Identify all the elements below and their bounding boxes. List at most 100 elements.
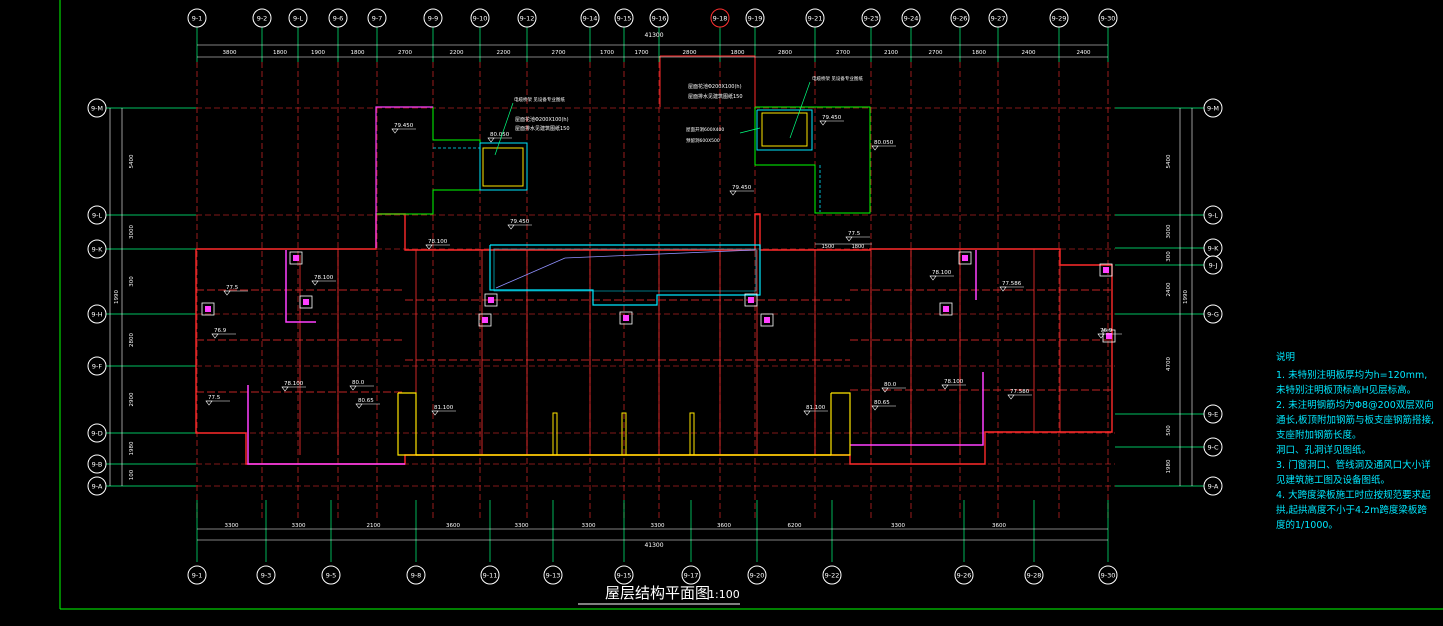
column-core	[764, 317, 770, 323]
axis-bubble	[614, 565, 634, 585]
roof-edge-top	[660, 55, 756, 107]
axis-label: 9-19	[748, 15, 763, 23]
column-core	[1106, 333, 1112, 339]
dim-text-bottom: 3600	[992, 523, 1006, 529]
level-value: 79.450	[510, 219, 530, 225]
overall-dims: 41300 41300	[644, 32, 663, 549]
dim-text-top: 2100	[884, 50, 898, 56]
axis-label: 9-E	[1208, 411, 1219, 419]
level-triangle	[355, 403, 363, 409]
column	[619, 311, 633, 325]
dim-text-top: 2800	[778, 50, 792, 56]
column	[201, 302, 215, 316]
axis-label: 9-30	[1101, 15, 1116, 23]
level-value: 77.580	[1010, 389, 1030, 395]
axis-bubble	[87, 239, 107, 259]
level-value: 78.100	[428, 239, 448, 245]
level-value: 77.5	[848, 231, 861, 237]
level-value: 80.050	[490, 132, 510, 138]
axis-bubble	[288, 8, 308, 28]
axis-bubble	[1203, 404, 1223, 424]
axis-label: 9-C	[1207, 444, 1218, 452]
axis-bubble	[1203, 98, 1223, 118]
building-outline	[195, 213, 1113, 465]
dim-text-top: 1800	[972, 50, 986, 56]
dim-text-bottom: 3300	[515, 523, 529, 529]
dim-text-top: 1800	[731, 50, 745, 56]
axis-bubble	[543, 565, 563, 585]
level-triangle	[819, 120, 827, 126]
axis-label: 9-G	[1207, 311, 1219, 319]
axis-label: 9-B	[92, 461, 103, 469]
dim-text-top: 1800	[273, 50, 287, 56]
axis-bubble	[470, 8, 490, 28]
dim-text-bottom: 3600	[717, 523, 731, 529]
level-value: 79.450	[394, 123, 414, 129]
level-triangle	[507, 224, 515, 230]
level-triangle	[425, 244, 433, 250]
level-triangle	[941, 384, 949, 390]
column-core	[303, 299, 309, 305]
column-core	[943, 306, 949, 312]
column	[760, 313, 774, 327]
void-hatch	[495, 257, 566, 289]
axis-label: 9-15	[617, 572, 632, 580]
level-value: 78.100	[284, 381, 304, 387]
annotation-dim-b: 1800	[852, 244, 865, 250]
dim-text-top: 2200	[497, 50, 511, 56]
overall-dim-bottom: 41300	[644, 542, 663, 549]
axis-bubble	[423, 8, 443, 28]
dim-text-top: 2700	[929, 50, 943, 56]
axis-bubble	[406, 565, 426, 585]
axis-label: 9-15	[617, 15, 632, 23]
dim-text-bottom: 3600	[446, 523, 460, 529]
column-core	[293, 255, 299, 261]
dim-text-bottom: 6200	[788, 523, 802, 529]
level-value: 81.100	[434, 405, 454, 411]
column	[1102, 329, 1116, 343]
axis-bubble	[1203, 476, 1223, 496]
level-value: 78.100	[932, 270, 952, 276]
level-value: 81.100	[806, 405, 826, 411]
dim-text-bottom: 3300	[582, 523, 596, 529]
level-triangle	[845, 236, 853, 242]
axis-bubble	[649, 8, 669, 28]
yellow-fin	[621, 412, 627, 455]
axis-label: 9-12	[520, 15, 535, 23]
annotations: 电缆桥架 见设备专业图纸屋面花池Φ200X100(h)屋面排水见建筑图纸150屋…	[494, 75, 872, 250]
axis-label: 9-2	[257, 15, 268, 23]
axis-label: 9-7	[372, 15, 383, 23]
column	[299, 295, 313, 309]
dim-text-left-total: 1990	[114, 290, 120, 304]
level-value: 80.0	[884, 382, 897, 388]
level-triangle	[729, 190, 737, 196]
column	[478, 313, 492, 327]
sheet-frame	[59, 0, 1443, 610]
dim-text-top: 2700	[836, 50, 850, 56]
leader-1	[494, 102, 514, 156]
level-triangle	[871, 405, 879, 411]
level-value: 77.5	[226, 285, 239, 291]
dim-text-left: 1980	[129, 441, 135, 455]
dim-text-left: 100	[129, 469, 135, 480]
level-triangle	[223, 290, 231, 296]
axis-bubble	[861, 8, 881, 28]
level-triangle	[1007, 394, 1015, 400]
axis-label: 9-30	[1101, 572, 1116, 580]
dim-text-bottom: 3300	[891, 523, 905, 529]
elevator-right	[830, 392, 851, 456]
annotation-dim-a: 1500	[822, 244, 835, 250]
axis-bubble	[252, 8, 272, 28]
annotation-8: 电缆桥架 见设备专业图纸	[812, 75, 863, 82]
axis-label: 9-8	[411, 572, 422, 580]
axis-bubble	[1098, 565, 1118, 585]
axis-label: 9-K	[1208, 245, 1219, 253]
dim-text-bottom: 3300	[225, 523, 239, 529]
level-triangle	[205, 400, 213, 406]
axis-label: 9-21	[808, 15, 823, 23]
level-value: 77.5	[208, 395, 221, 401]
central-void-inner	[493, 248, 757, 292]
dim-text-top: 2400	[1077, 50, 1091, 56]
dim-text-top: 1700	[600, 50, 614, 56]
column-core	[482, 317, 488, 323]
